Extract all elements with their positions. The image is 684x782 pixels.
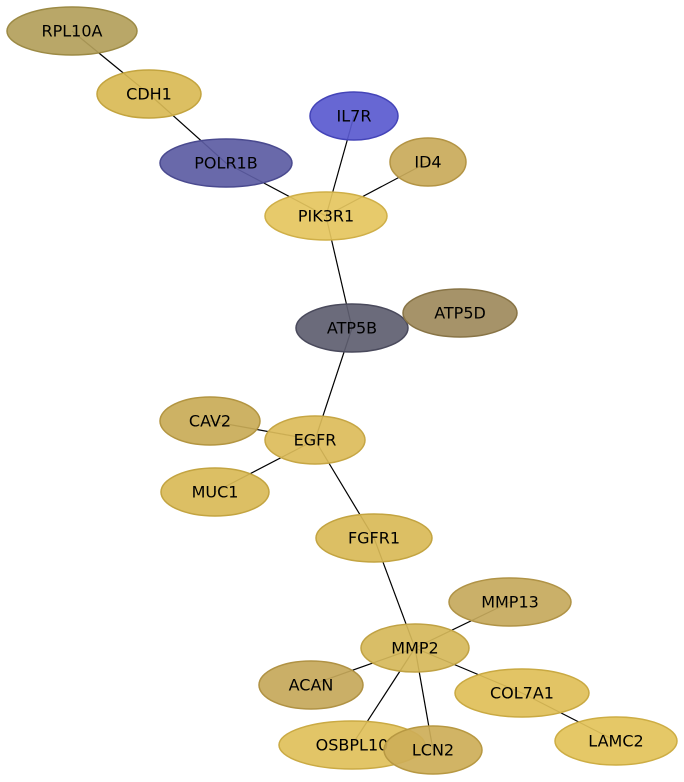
node-ellipse — [554, 716, 678, 766]
node-lamc2[interactable]: LAMC2 — [554, 716, 678, 766]
node-ellipse — [315, 513, 433, 563]
node-lcn2[interactable]: LCN2 — [383, 725, 483, 775]
node-label: LAMC2 — [588, 732, 643, 751]
node-atp5d[interactable]: ATP5D — [402, 288, 518, 338]
node-ellipse — [96, 69, 202, 119]
node-cav2[interactable]: CAV2 — [159, 396, 261, 446]
node-ellipse — [159, 396, 261, 446]
node-atp5b[interactable]: ATP5B — [295, 303, 409, 353]
node-rpl10a[interactable]: RPL10A — [6, 6, 138, 56]
node-ellipse — [448, 577, 572, 627]
node-ellipse — [383, 725, 483, 775]
node-ellipse — [258, 660, 364, 710]
node-ellipse — [159, 138, 293, 188]
node-label: CAV2 — [189, 412, 231, 431]
node-ellipse — [454, 668, 590, 718]
node-label: MMP13 — [481, 593, 539, 612]
node-label: IL7R — [337, 107, 372, 126]
node-ellipse — [264, 191, 388, 241]
node-label: ACAN — [289, 676, 334, 695]
node-ellipse — [402, 288, 518, 338]
node-egfr[interactable]: EGFR — [264, 415, 366, 465]
node-fgfr1[interactable]: FGFR1 — [315, 513, 433, 563]
node-ellipse — [160, 467, 270, 517]
node-label: POLR1B — [194, 154, 257, 173]
node-label: MUC1 — [192, 483, 239, 502]
node-id4[interactable]: ID4 — [389, 137, 467, 187]
node-ellipse — [309, 91, 399, 141]
node-cdh1[interactable]: CDH1 — [96, 69, 202, 119]
node-ellipse — [264, 415, 366, 465]
node-label: MMP2 — [391, 639, 438, 658]
node-ellipse — [6, 6, 138, 56]
node-label: EGFR — [294, 431, 337, 450]
node-il7r[interactable]: IL7R — [309, 91, 399, 141]
node-mmp2[interactable]: MMP2 — [360, 623, 470, 673]
node-acan[interactable]: ACAN — [258, 660, 364, 710]
node-label: FGFR1 — [348, 529, 400, 548]
node-ellipse — [360, 623, 470, 673]
node-muc1[interactable]: MUC1 — [160, 467, 270, 517]
node-label: PIK3R1 — [298, 207, 354, 226]
node-label: RPL10A — [42, 22, 103, 41]
node-label: COL7A1 — [490, 684, 554, 703]
node-pik3r1[interactable]: PIK3R1 — [264, 191, 388, 241]
node-polr1b[interactable]: POLR1B — [159, 138, 293, 188]
node-label: CDH1 — [126, 85, 172, 104]
node-col7a1[interactable]: COL7A1 — [454, 668, 590, 718]
node-ellipse — [295, 303, 409, 353]
node-label: ID4 — [414, 153, 441, 172]
node-ellipse — [389, 137, 467, 187]
node-label: ATP5B — [327, 319, 377, 338]
node-label: LCN2 — [412, 741, 454, 760]
node-label: OSBPL10 — [316, 736, 389, 755]
node-mmp13[interactable]: MMP13 — [448, 577, 572, 627]
node-label: ATP5D — [434, 304, 486, 323]
